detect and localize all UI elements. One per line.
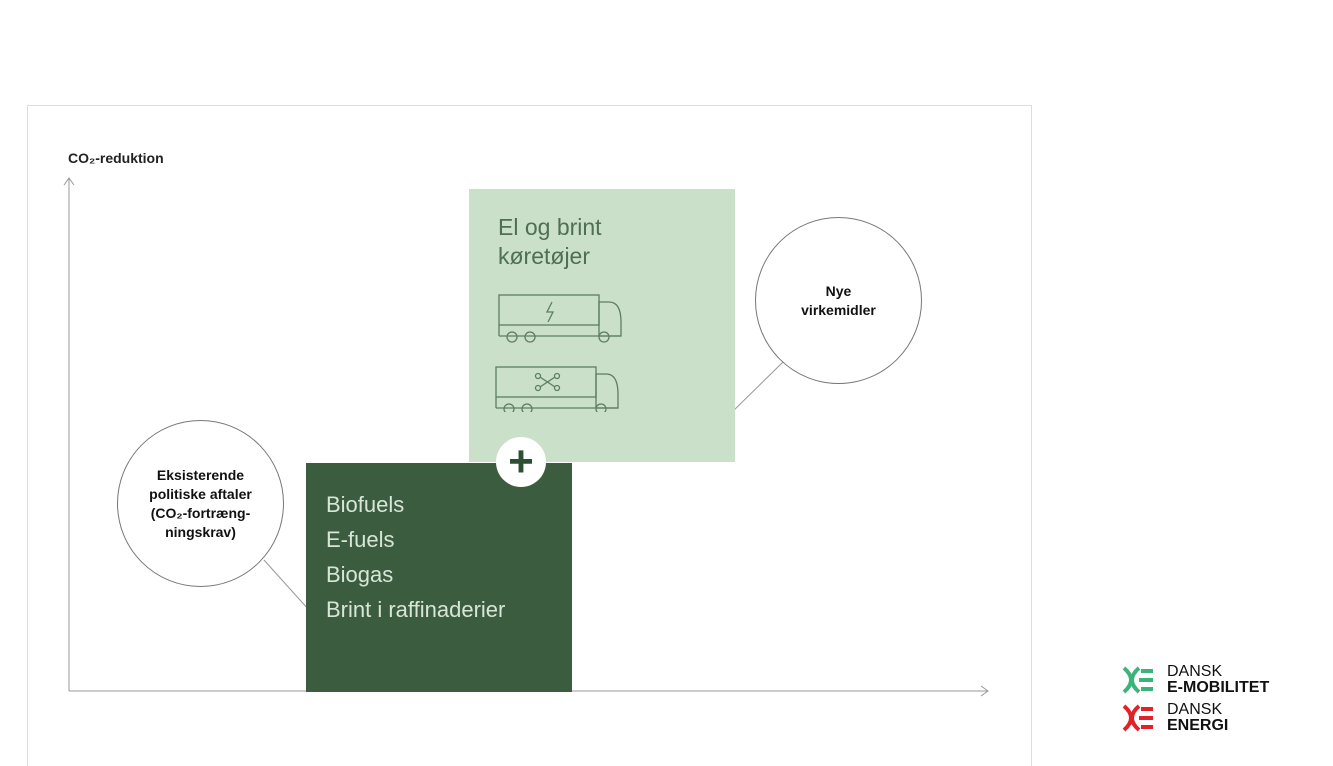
- callout-new-1: Nye: [825, 282, 852, 299]
- item-hydrogen-refineries: Brint i raffinaderier: [326, 597, 506, 622]
- callout-existing-1: Eksisterende: [156, 466, 245, 483]
- logo2-line1: DANSK: [1167, 701, 1223, 718]
- y-axis-label: CO₂-reduktion: [68, 150, 164, 166]
- logo2-line2: ENERGI: [1167, 717, 1229, 734]
- logo1-line1: DANSK: [1167, 663, 1223, 680]
- new-title-2: køretøjer: [498, 243, 590, 269]
- energi-logo-icon: [1122, 704, 1153, 732]
- item-efuels: E-fuels: [326, 527, 395, 552]
- callout-existing-4: ningskrav): [165, 523, 236, 540]
- x-axis-arrow: [980, 685, 989, 697]
- callout-new-2: virkemidler: [801, 301, 876, 318]
- e-mobilitet-logo-icon: [1122, 666, 1153, 694]
- logo1-line2: E-MOBILITET: [1167, 679, 1270, 696]
- new-title-1: El og brint: [498, 214, 602, 240]
- callout-existing-3: (CO₂-fortræng-: [150, 504, 251, 521]
- item-biogas: Biogas: [326, 562, 394, 587]
- electric-truck-icon: [498, 294, 622, 343]
- hydrogen-truck-icon: [495, 366, 619, 412]
- new-measures-box: El og brint køretøjer: [469, 189, 735, 462]
- slide-frame: [27, 105, 1032, 766]
- item-biofuels: Biofuels: [326, 492, 405, 517]
- trucks: [495, 294, 622, 412]
- plus-icon: +: [496, 437, 546, 487]
- callout-new-measures: Nye virkemidler: [755, 217, 922, 384]
- callout-line-new: [726, 361, 784, 418]
- callout-existing-2: politiske aftaler: [149, 485, 252, 502]
- y-axis-arrow: [63, 177, 75, 186]
- existing-measures-box: Biofuels E-fuels Biogas Brint i raffinad…: [306, 463, 572, 692]
- callout-existing: Eksisterende politiske aftaler (CO₂-fort…: [117, 420, 284, 587]
